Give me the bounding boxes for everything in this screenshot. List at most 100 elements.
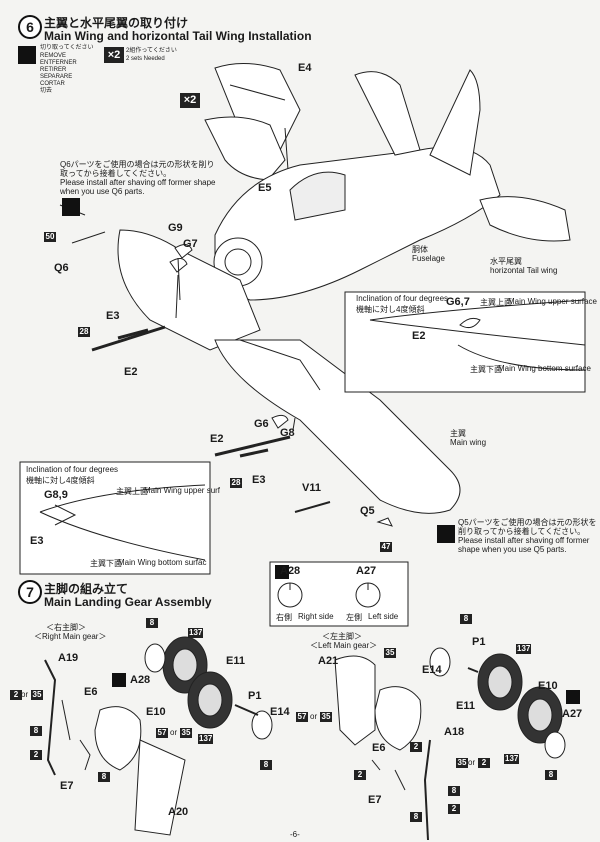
times-2-badge: ×2 xyxy=(180,93,200,108)
gear-door-a20 xyxy=(134,739,186,836)
part-label-a18: A18 xyxy=(444,726,465,738)
wheel-disc-right xyxy=(94,706,142,771)
part-label-e3-upper: E3 xyxy=(106,310,120,322)
main-wing-left xyxy=(117,229,261,351)
left-gear-en: ＜Left Main gear＞ xyxy=(310,641,378,650)
part-label-a20: A20 xyxy=(168,806,189,818)
make2-en: 2 sets Needed xyxy=(126,56,165,62)
callout-28-lower: 28 xyxy=(230,478,242,488)
part-label-a27: A27 xyxy=(562,708,583,720)
part-label-e3-lower: E3 xyxy=(252,474,266,486)
or-d: or xyxy=(468,758,476,767)
make2-jp: 2組作ってください xyxy=(126,48,177,54)
part-label-q5: Q5 xyxy=(360,505,375,517)
rod-e3-lower xyxy=(239,448,269,458)
part-label-e4: E4 xyxy=(298,62,312,74)
part-label-e6-left: E6 xyxy=(372,742,386,754)
callout-8-g: 8 xyxy=(460,614,472,624)
upper-left-en: Main Wing upper surf xyxy=(144,486,221,495)
callout-35-b: 35 xyxy=(180,728,192,738)
remove-lang-4: SEPARARE xyxy=(40,74,73,80)
callout-137-c: 137 xyxy=(516,644,532,654)
wing-root-detail xyxy=(239,339,321,391)
right-side-jp: 右側 xyxy=(276,613,292,622)
remove-lang-1: REMOVE xyxy=(40,53,67,59)
callout-8-c: 8 xyxy=(146,618,158,628)
remove-lang-3: RETIRER xyxy=(40,67,67,73)
wheel-disc-left xyxy=(374,686,422,751)
part-label-a21: A21 xyxy=(318,655,339,667)
q5-note-en: Please install after shaving off former … xyxy=(458,536,590,554)
main-wing-right xyxy=(214,339,461,514)
bottom-right-en: Main Wing bottom surface xyxy=(498,364,591,373)
gear-leg-a18 xyxy=(423,739,431,841)
remove-lang-5: CORTAR xyxy=(40,81,65,87)
part-label-p1-left: P1 xyxy=(472,636,486,648)
part-label-g89: G8,9 xyxy=(44,489,68,501)
callout-35-d: 35 xyxy=(320,712,332,722)
part-label-e11-right: E11 xyxy=(226,655,245,667)
callout-35-e: 35 xyxy=(456,758,468,768)
side-label-a28: A28 xyxy=(280,565,301,577)
remove-icon xyxy=(18,46,36,64)
part-label-e10-right: E10 xyxy=(146,706,166,718)
callout-8-e: 8 xyxy=(448,786,460,796)
shave-icon-q5 xyxy=(437,525,455,543)
remove-instruction-jp: 切り取ってください xyxy=(40,45,94,51)
callout-28-upper: 28 xyxy=(78,327,90,337)
rod-e2-upper xyxy=(91,325,166,352)
bottom-left-en: Main Wing bottom surfac xyxy=(118,558,207,567)
callout-8-a: 8 xyxy=(30,726,42,736)
callout-137-a: 137 xyxy=(188,628,204,638)
step-7-title-jp: 主脚の組み立て xyxy=(44,582,129,596)
callout-2-c: 2 xyxy=(410,742,422,752)
part-label-p1-right: P1 xyxy=(248,690,262,702)
rod-e2-lower xyxy=(214,435,291,457)
or-a: or xyxy=(21,690,29,699)
or-c: or xyxy=(310,712,318,721)
remove-lang-6: 切去 xyxy=(40,88,53,94)
step-7-number: 7 xyxy=(18,580,42,604)
part-label-e3-inset: E3 xyxy=(30,535,44,547)
part-label-e10-left: E10 xyxy=(538,680,558,692)
callout-137-b: 137 xyxy=(198,734,214,744)
hub-e11-right xyxy=(144,643,166,673)
htail-label-en: horizontal Tail wing xyxy=(490,266,558,275)
bottom-left-jp: 主翼下面 xyxy=(90,559,122,568)
gear-door-a21 xyxy=(334,655,376,746)
callout-57-a: 57 xyxy=(156,728,168,738)
fuselage-label-jp: 胴体 xyxy=(412,245,428,254)
part-label-g67: G6,7 xyxy=(446,296,470,308)
tail-fin-top xyxy=(354,71,421,156)
rod-e3-upper xyxy=(117,328,149,340)
part-label-a19: A19 xyxy=(58,652,79,664)
hub-e14-right xyxy=(251,710,273,740)
part-label-e2-lower: E2 xyxy=(210,433,224,445)
or-b: or xyxy=(170,728,178,737)
part-label-e14-right: E14 xyxy=(270,706,290,718)
callout-35-a: 35 xyxy=(31,690,43,700)
vertical-tail xyxy=(429,69,481,176)
shave-icon xyxy=(62,198,80,216)
callout-8-h: 8 xyxy=(545,770,557,780)
part-label-e7-right: E7 xyxy=(60,780,74,792)
canopy xyxy=(289,171,346,221)
callout-2-e: 2 xyxy=(354,770,366,780)
inset-incl-right xyxy=(344,291,586,393)
callout-8-f: 8 xyxy=(410,812,422,822)
incl-left-jp: 機軸に対し4度傾斜 xyxy=(26,476,95,485)
left-side-en: Left side xyxy=(368,612,399,621)
incl-right-jp: 機軸に対し4度傾斜 xyxy=(356,305,425,314)
callout-50: 50 xyxy=(44,232,56,242)
glue-icon-a27 xyxy=(566,690,580,704)
part-label-g7: G7 xyxy=(183,238,198,250)
step-6-title-jp: 主翼と水平尾翼の取り付け xyxy=(44,16,189,30)
callout-2-f: 2 xyxy=(448,804,460,814)
part-label-e11-left: E11 xyxy=(456,700,475,712)
hub-e14-left xyxy=(429,647,451,677)
callout-8-d: 8 xyxy=(260,760,272,770)
inset-incl-left xyxy=(19,461,211,575)
callout-2-d: 2 xyxy=(478,758,490,768)
page-number: -6- xyxy=(290,830,300,839)
